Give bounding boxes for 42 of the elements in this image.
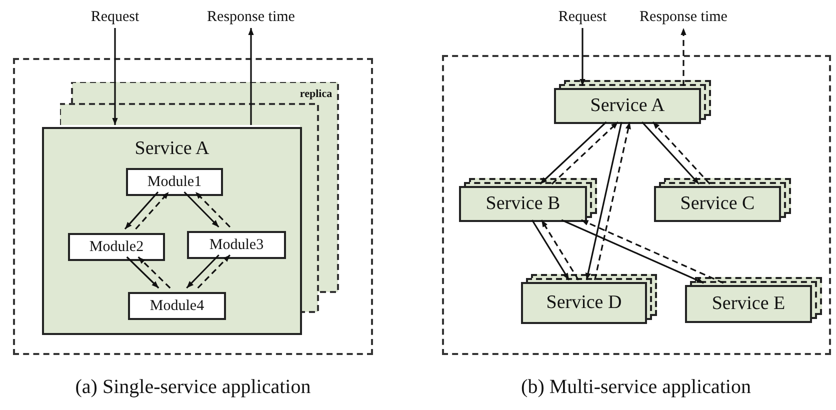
service-name: Service A [134, 137, 210, 161]
application-boundary [13, 58, 373, 355]
service-box: Service A [554, 88, 701, 124]
arrow [194, 191, 231, 228]
metric-label: Request [80, 6, 150, 28]
arrow [184, 191, 220, 228]
arrow [680, 28, 686, 86]
arrow [594, 122, 631, 280]
arrow [540, 121, 607, 185]
module-box: Module4 [128, 292, 226, 320]
arrow [138, 256, 171, 289]
arrow [551, 121, 619, 185]
service-box: Service E [685, 285, 812, 323]
caption: (a) Single-service application [75, 375, 311, 400]
module-box: Module2 [68, 233, 165, 261]
service-box: Service D [521, 282, 647, 324]
arrow [652, 121, 710, 185]
arrow [585, 122, 622, 280]
arrow [135, 191, 170, 230]
metric-label: Request [545, 6, 620, 28]
service-box: Service C [654, 186, 781, 222]
metric-label: Response time [196, 6, 306, 28]
caption: (b) Multi-service application [521, 375, 751, 400]
arrow [561, 219, 704, 284]
arrow [126, 256, 160, 289]
metric-label: Response time [626, 6, 741, 28]
arrow [186, 254, 220, 289]
module-box: Module3 [187, 231, 286, 259]
replica-label: replica [300, 87, 332, 102]
service-box: Service B [459, 186, 587, 222]
service-box [42, 127, 302, 335]
arrow [641, 121, 700, 185]
application-boundary [442, 55, 831, 355]
arrow [581, 219, 724, 284]
arrow [112, 28, 118, 125]
arrow [248, 28, 254, 125]
arrow [540, 220, 580, 280]
arrow [531, 220, 570, 280]
module-box: Module1 [126, 168, 223, 196]
arrow [124, 191, 159, 230]
arrow [197, 254, 231, 289]
arrow [580, 28, 586, 86]
